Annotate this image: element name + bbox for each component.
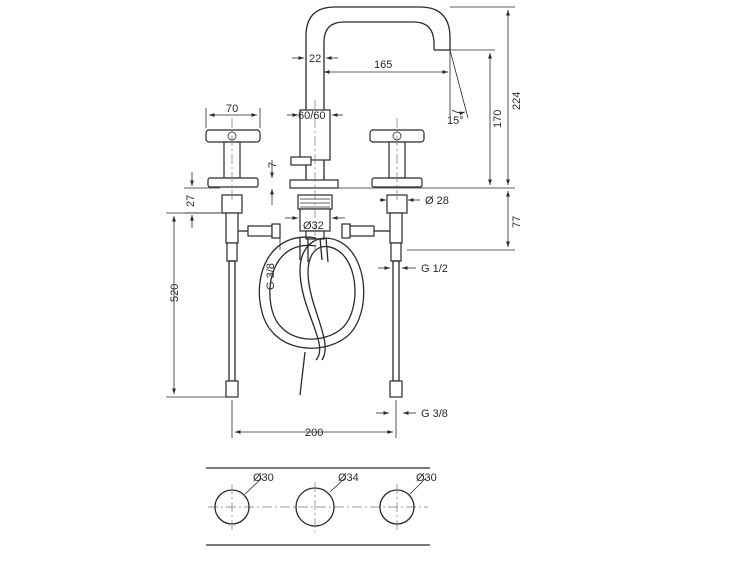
dim-170: 170 bbox=[492, 110, 504, 128]
dim-g38-hose: G 3/8 bbox=[265, 263, 277, 290]
dim-diameter-28: Ø 28 bbox=[425, 195, 449, 207]
dim-70: 70 bbox=[226, 103, 238, 115]
dim-520: 520 bbox=[169, 284, 181, 302]
dim-165: 165 bbox=[374, 59, 392, 71]
spout bbox=[289, 6, 451, 189]
dim-27: 27 bbox=[185, 195, 197, 207]
hose-loop bbox=[258, 236, 365, 396]
dim-diameter-32: Ø32 bbox=[303, 220, 324, 232]
centerlines bbox=[231, 100, 398, 250]
dimension-labels: 22 165 224 170 15° 70 60/60 7 27 Ø 28 77… bbox=[169, 53, 523, 484]
dim-g38-bottom: G 3/8 bbox=[421, 408, 448, 420]
dim-hole-right: Ø30 bbox=[416, 472, 437, 484]
dim-60-60: 60/60 bbox=[298, 110, 326, 122]
dim-22: 22 bbox=[309, 53, 321, 65]
dim-g12: G 1/2 bbox=[421, 263, 448, 275]
supply-hoses bbox=[225, 242, 403, 398]
dim-15-degrees: 15° bbox=[447, 115, 464, 127]
dim-hole-left: Ø30 bbox=[253, 472, 274, 484]
dim-224: 224 bbox=[511, 92, 523, 110]
deck-plan-view bbox=[206, 467, 430, 546]
dimension-lines bbox=[166, 6, 515, 438]
dim-77: 77 bbox=[511, 216, 523, 228]
dim-hole-center: Ø34 bbox=[338, 472, 359, 484]
side-connectors bbox=[238, 223, 390, 239]
dim-7: 7 bbox=[267, 162, 279, 168]
dim-200: 200 bbox=[305, 427, 323, 439]
